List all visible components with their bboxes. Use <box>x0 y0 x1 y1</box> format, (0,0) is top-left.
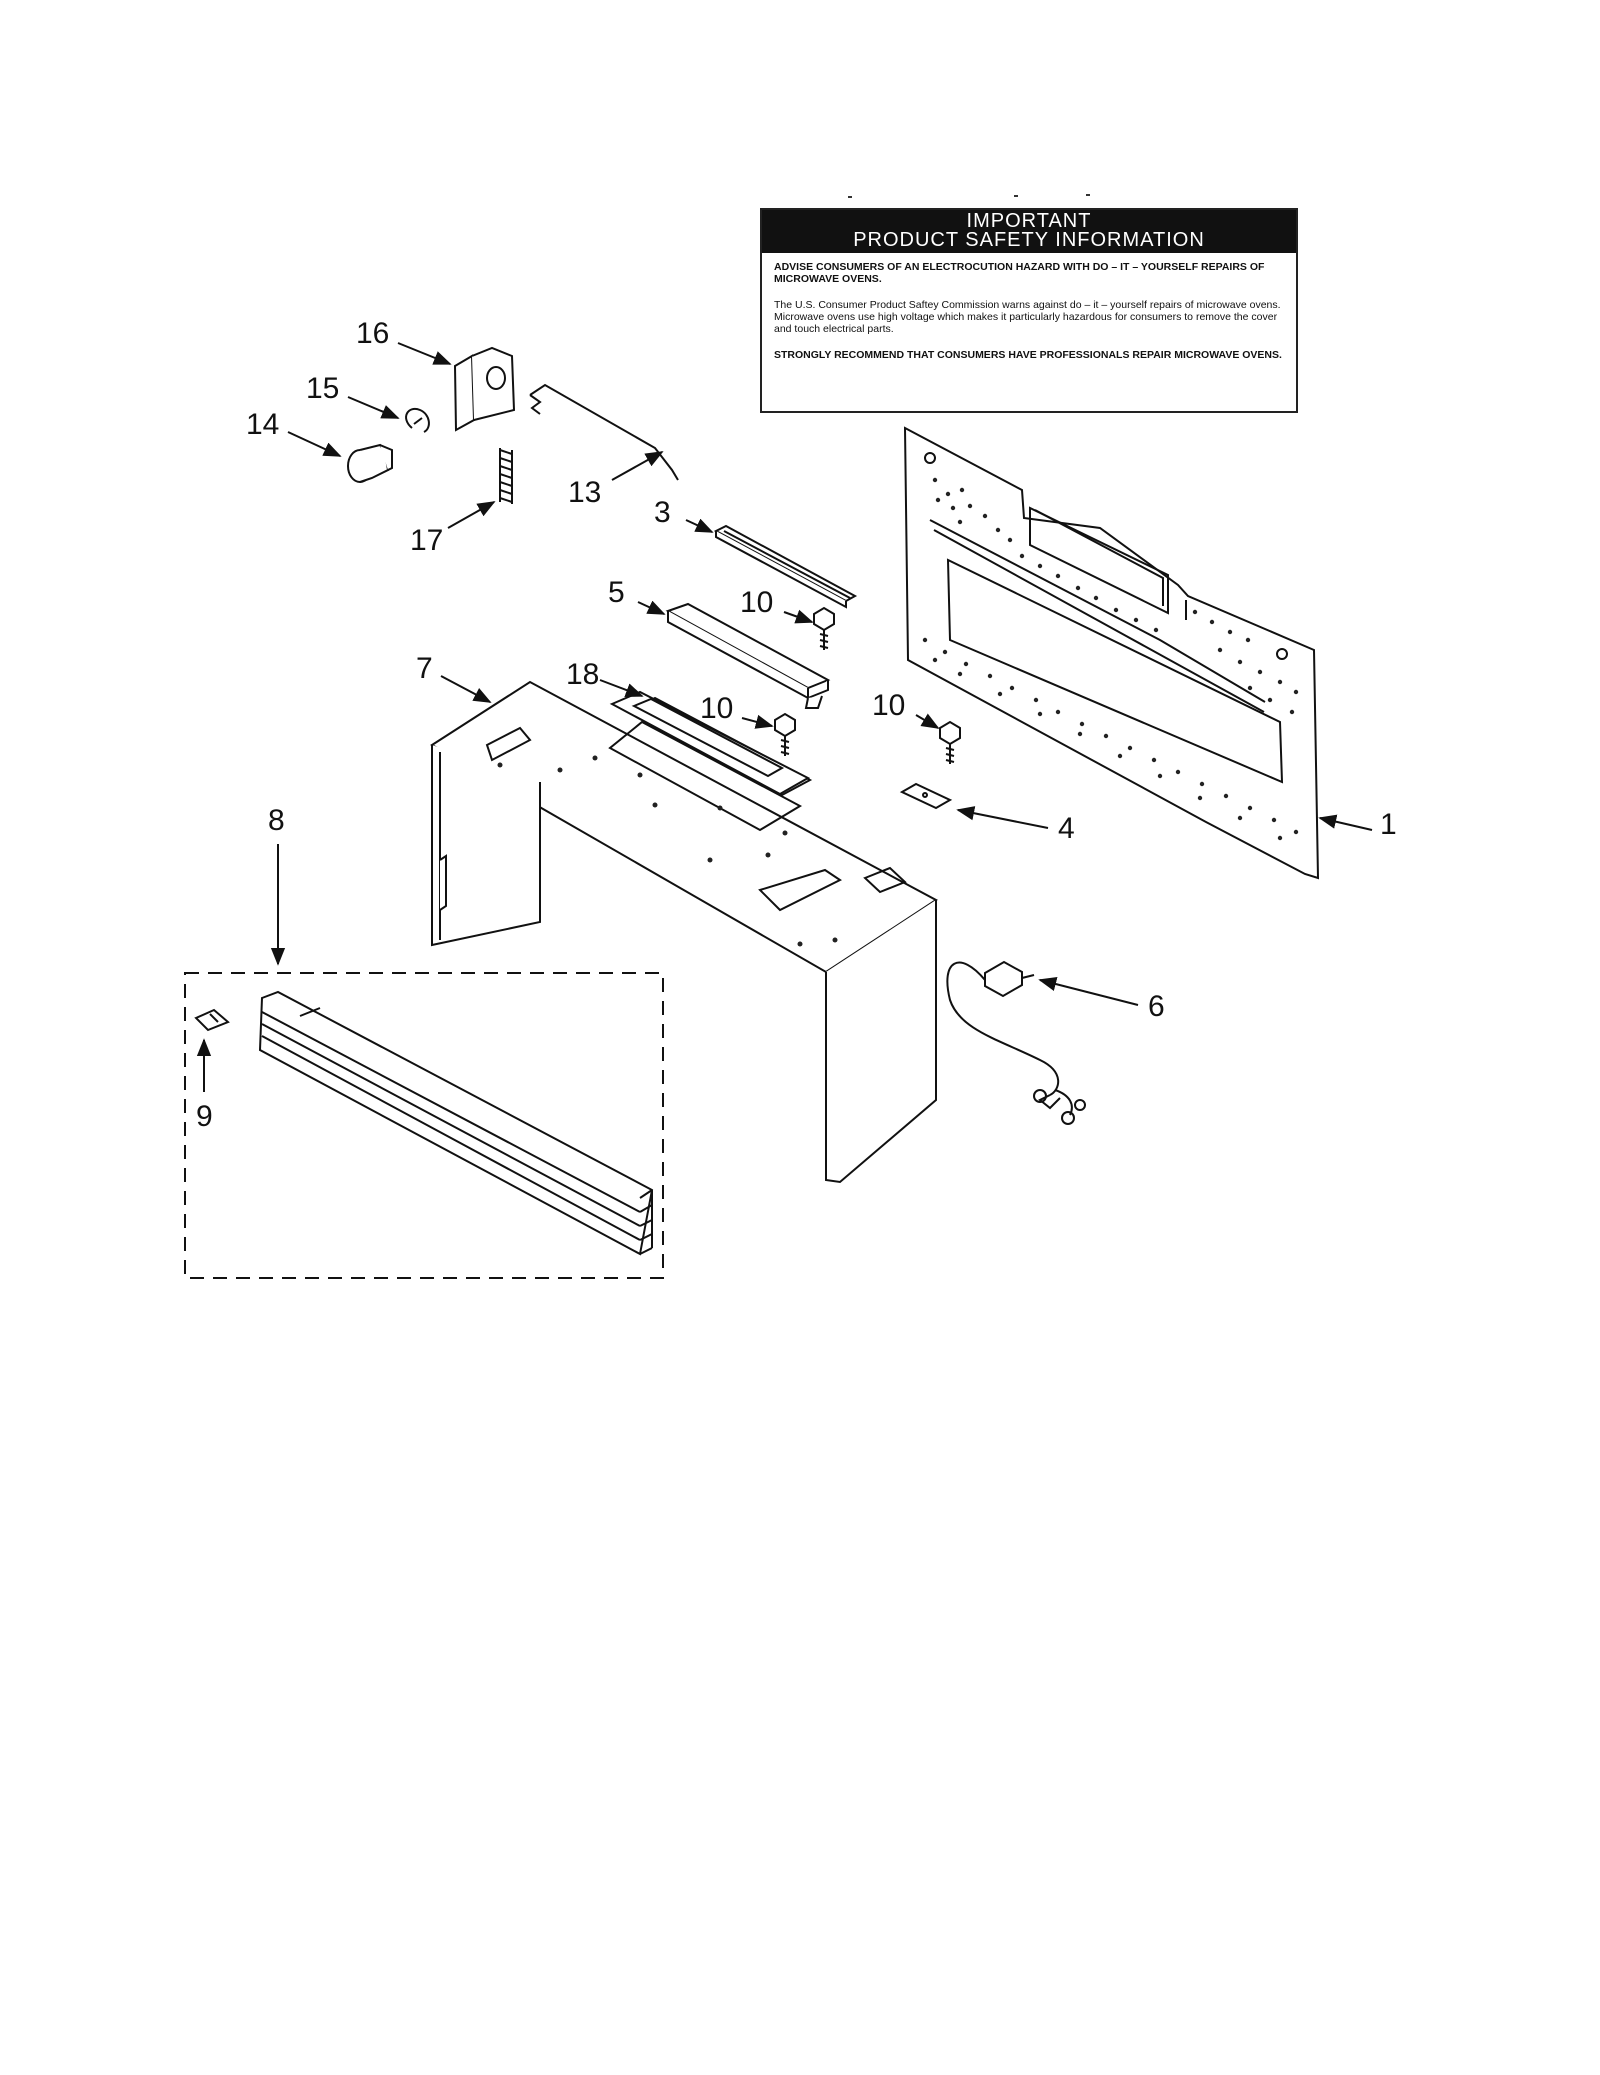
part-label-8: 8 <box>268 804 285 837</box>
part-label-16: 16 <box>356 317 389 350</box>
part-label-4: 4 <box>1058 812 1075 845</box>
screw-part <box>939 720 961 764</box>
part-label-1: 1 <box>1380 808 1397 841</box>
spring-part <box>499 448 513 504</box>
part-label-18: 18 <box>566 658 599 691</box>
channel-bracket-part <box>665 602 831 709</box>
safety-header-line1: IMPORTANT <box>966 210 1092 232</box>
leader-arrows <box>196 342 1373 1092</box>
part-label-7: 7 <box>416 652 433 685</box>
part-label-13: 13 <box>568 476 601 509</box>
safety-notice-box: IMPORTANT PRODUCT SAFETY INFORMATION ADV… <box>760 208 1298 413</box>
safety-paragraph-warning: ADVISE CONSUMERS OF AN ELECTROCUTION HAZ… <box>774 261 1265 285</box>
safety-notice-header: IMPORTANT PRODUCT SAFETY INFORMATION <box>762 210 1296 253</box>
part-label-10-top: 10 <box>740 586 773 619</box>
safety-paragraph-commission: The U.S. Consumer Product Saftey Commiss… <box>774 299 1281 335</box>
clip-ring-part <box>405 407 430 433</box>
grille-clip-part <box>194 1008 230 1032</box>
cabinet-housing-part <box>430 680 938 1184</box>
part-label-17: 17 <box>410 524 443 557</box>
part-label-14: 14 <box>246 408 279 441</box>
safety-notice-body: ADVISE CONSUMERS OF AN ELECTROCUTION HAZ… <box>762 253 1296 381</box>
part-label-6: 6 <box>1148 990 1165 1023</box>
screw-part <box>813 606 835 650</box>
part-label-10-middle: 10 <box>700 692 733 725</box>
mounting-plate-part <box>903 426 1320 880</box>
knob-part <box>347 443 393 483</box>
wire-rod-part <box>529 383 679 481</box>
screw-part <box>774 712 796 756</box>
top-marks <box>848 194 1090 198</box>
part-label-3: 3 <box>654 496 671 529</box>
top-strip-part <box>713 524 858 609</box>
clip-part <box>899 782 953 810</box>
hinge-bracket-part <box>453 346 516 432</box>
part-label-10-right: 10 <box>872 689 905 722</box>
part-label-5: 5 <box>608 576 625 609</box>
wire-harness-part <box>946 960 1086 1125</box>
safety-header-line2: PRODUCT SAFETY INFORMATION <box>853 229 1205 251</box>
safety-paragraph-recommend: STRONGLY RECOMMEND THAT CONSUMERS HAVE P… <box>774 349 1282 361</box>
part-label-15: 15 <box>306 372 339 405</box>
part-label-9: 9 <box>196 1100 213 1133</box>
part-number-labels: 16 15 14 13 17 3 5 10 7 18 10 10 4 1 8 6… <box>196 317 1397 1133</box>
vent-grille-part <box>258 990 654 1256</box>
grille-group-box <box>184 972 664 1279</box>
